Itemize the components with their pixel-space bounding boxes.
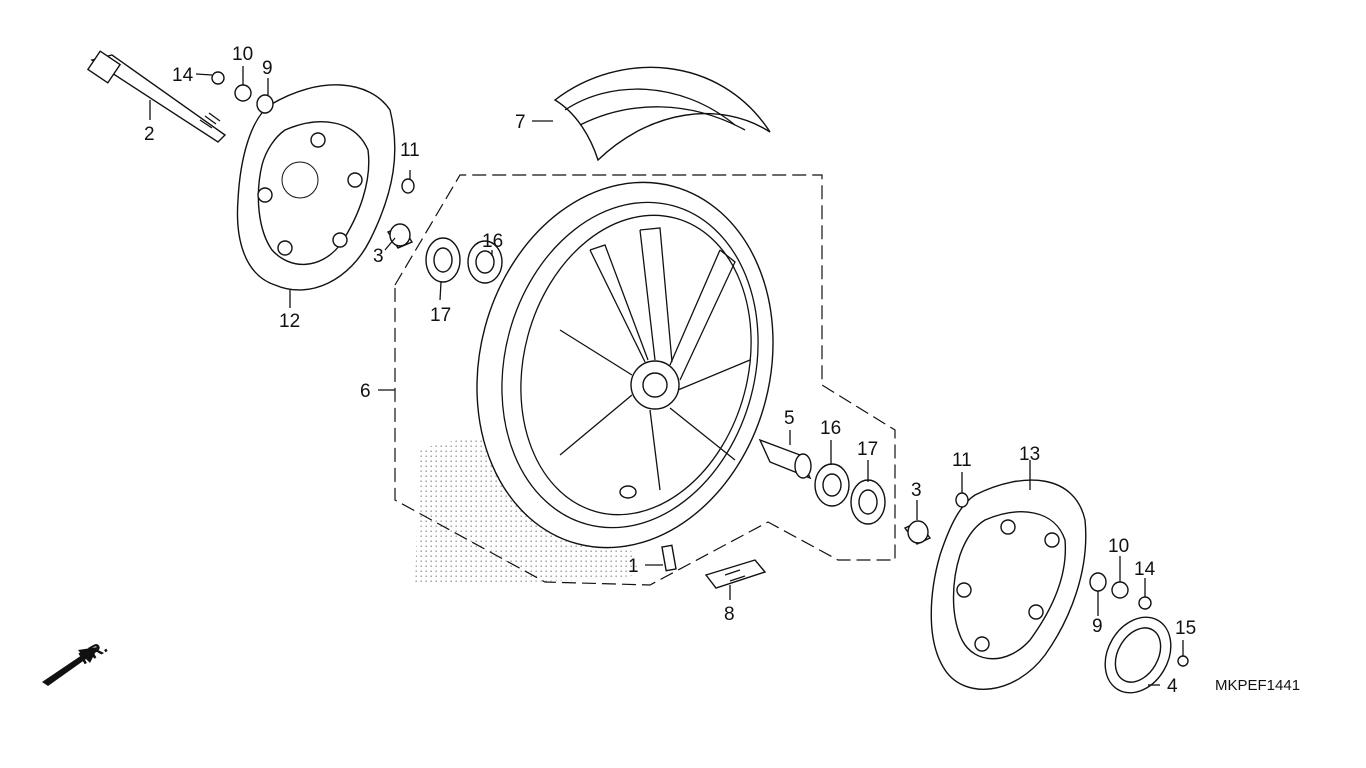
valve-and-weight [661, 544, 767, 589]
callout-7: 7 [515, 112, 526, 133]
left-bearings [425, 237, 503, 284]
left-brake-disc [236, 84, 396, 291]
callout-15: 15 [1175, 618, 1196, 639]
right-bearings [758, 438, 932, 545]
callout-3b: 3 [911, 480, 922, 501]
callout-11b: 11 [952, 450, 972, 471]
front-axle [86, 50, 227, 143]
callout-13: 13 [1019, 444, 1040, 465]
callout-1: 1 [628, 556, 639, 577]
callout-17a: 17 [430, 305, 451, 326]
callout-10b: 10 [1108, 536, 1129, 557]
right-brake-disc [930, 479, 1087, 690]
right-small-parts [955, 492, 1189, 694]
callout-17b: 17 [857, 439, 878, 460]
callout-10a: 10 [232, 44, 253, 65]
callout-9b: 9 [1092, 616, 1103, 637]
callout-5: 5 [784, 408, 795, 429]
callout-9a: 9 [262, 58, 273, 79]
left-small-parts [211, 71, 415, 249]
callout-4: 4 [1167, 676, 1178, 697]
callout-11a: 11 [400, 140, 420, 161]
callout-8: 8 [724, 604, 735, 625]
callout-3a: 3 [373, 246, 384, 267]
callout-6: 6 [360, 381, 371, 402]
assembly-boundary [394, 174, 896, 586]
callout-14b: 14 [1134, 559, 1156, 580]
callout-14a: 14 [172, 65, 194, 86]
diagram-code: MKPEF1441 [1215, 677, 1300, 694]
callout-16a: 16 [482, 231, 503, 252]
front-label: FR. [76, 637, 111, 669]
callout-16b: 16 [820, 418, 841, 439]
front-arrow-icon [42, 647, 98, 686]
callout-12: 12 [279, 311, 300, 332]
callout-2: 2 [144, 124, 155, 145]
leader-lines [149, 66, 1184, 686]
wheel [476, 181, 774, 549]
tire [553, 66, 771, 162]
